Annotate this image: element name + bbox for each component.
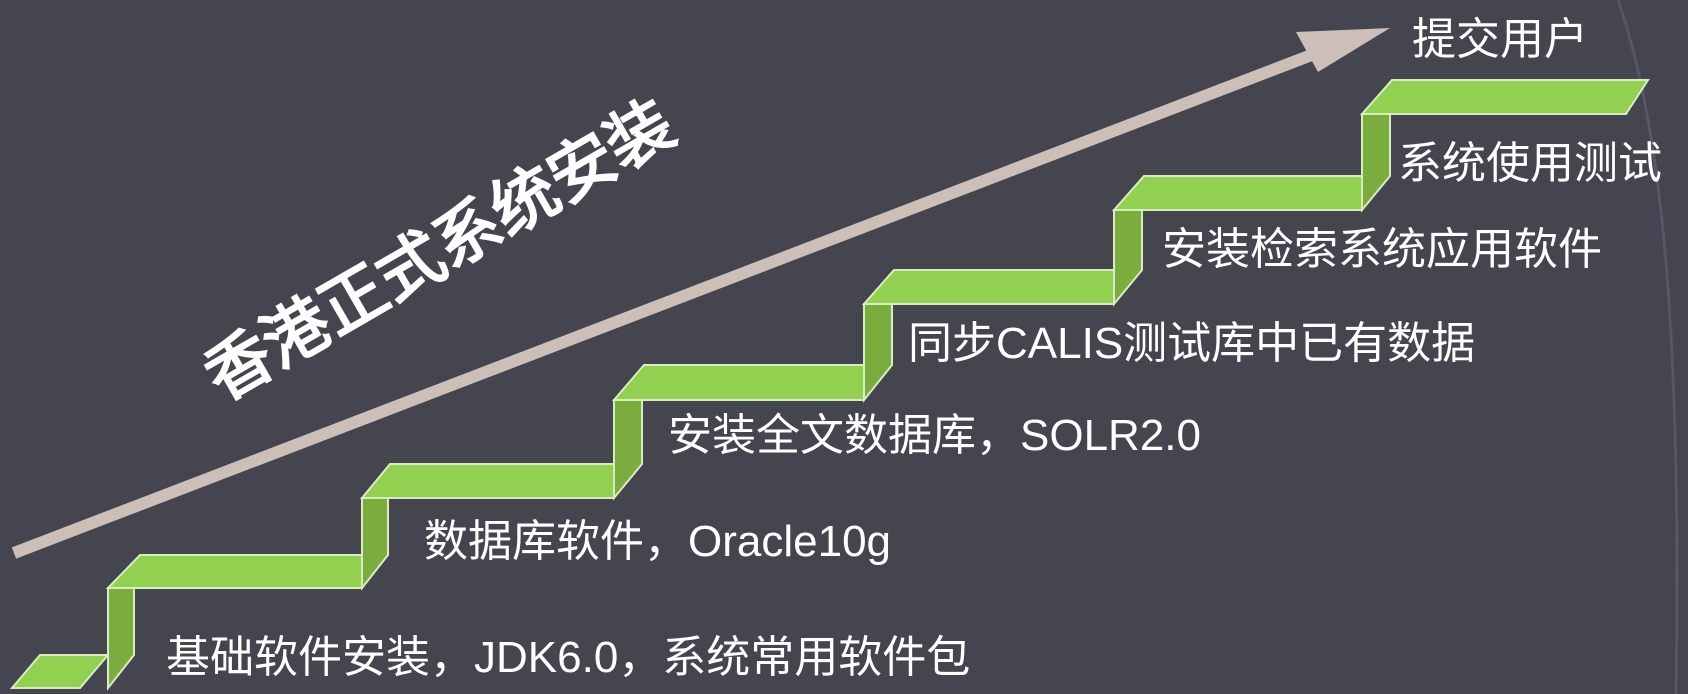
step-label-4: 同步CALIS测试库中已有数据 [908, 319, 1475, 368]
stair-step [359, 463, 632, 591]
step-label-5: 安装检索系统应用软件 [1162, 225, 1602, 274]
stair-step [611, 364, 882, 501]
step-label-6: 系统使用测试 [1398, 139, 1662, 188]
stair-step [105, 554, 382, 691]
background-curve [1616, 0, 1679, 694]
staircase [9, 79, 1650, 691]
step-label-7: 提交用户 [1412, 15, 1588, 64]
stair-step [9, 654, 111, 689]
diagram-title: 香港正式系统安装 [192, 85, 688, 416]
stair-step [1359, 79, 1650, 213]
progress-arrow [11, 28, 1390, 559]
step-label-3: 安装全文数据库，SOLR2.0 [668, 411, 1201, 460]
step-label-1: 基础软件安装，JDK6.0，系统常用软件包 [166, 633, 970, 682]
step-label-2: 数据库软件，Oracle10g [424, 517, 891, 566]
